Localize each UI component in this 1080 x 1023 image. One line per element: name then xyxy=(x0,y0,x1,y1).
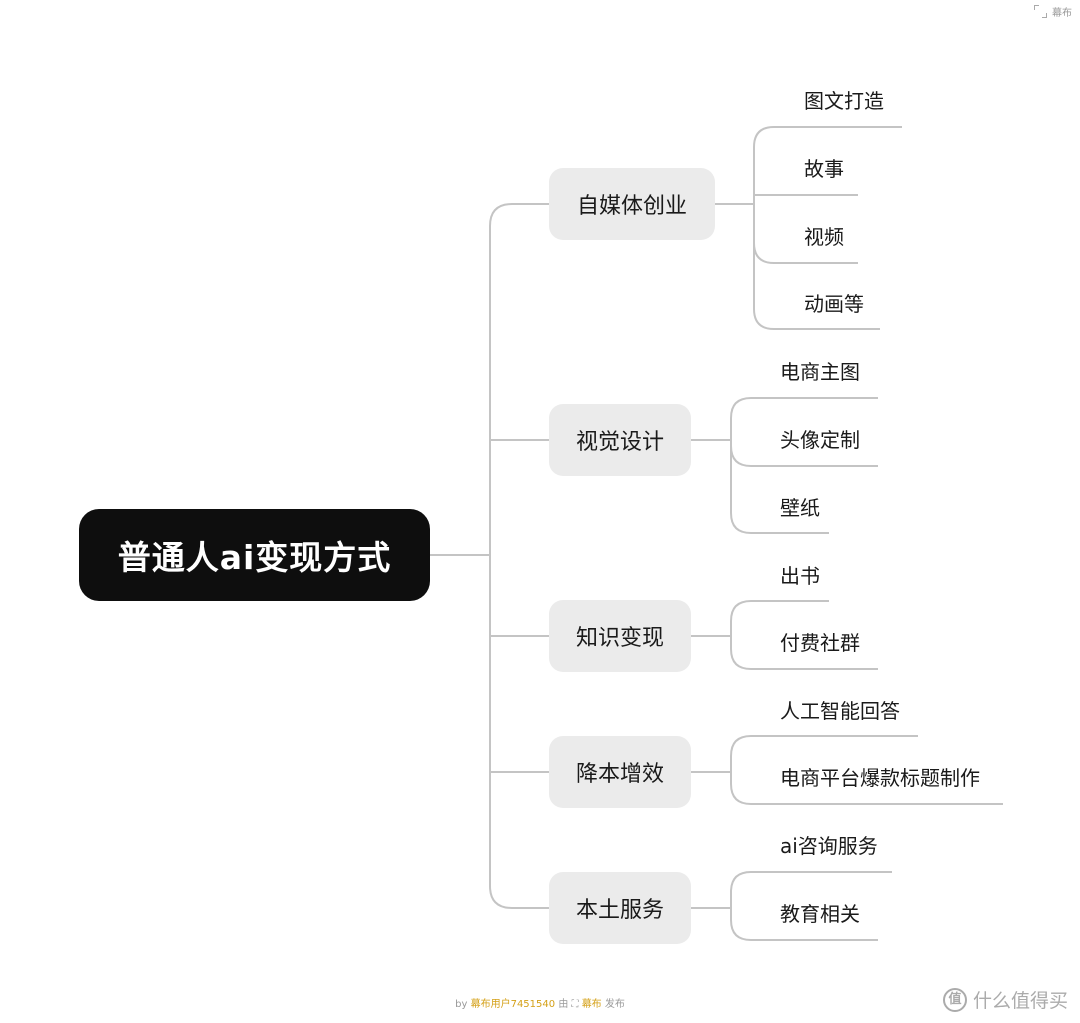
footer-via: 由 xyxy=(558,999,569,1010)
leaf-node[interactable]: 教育相关 xyxy=(780,902,860,926)
footer-app-link[interactable]: 幕布 xyxy=(581,999,602,1010)
top-brand: 幕布 xyxy=(1034,4,1072,19)
watermark: 值 什么值得买 xyxy=(942,986,1068,1013)
leaf-node[interactable]: 故事 xyxy=(804,157,844,181)
leaf-node[interactable]: 动画等 xyxy=(804,292,864,316)
brand-logo-icon xyxy=(1034,5,1047,18)
leaf-node[interactable]: 视频 xyxy=(804,225,844,249)
branch-2-trunk xyxy=(730,397,752,534)
leaf-node[interactable]: 图文打造 xyxy=(804,89,884,113)
footer-credit: by 幕布用户7451540 由 ⛶ 幕布 发布 xyxy=(0,995,1080,1010)
branch-node-visual-design[interactable]: 视觉设计 xyxy=(549,404,691,476)
branch-node-efficiency[interactable]: 降本增效 xyxy=(549,736,691,808)
top-brand-label: 幕布 xyxy=(1052,8,1072,19)
watermark-text: 什么值得买 xyxy=(972,990,1068,1012)
branch-node-knowledge[interactable]: 知识变现 xyxy=(549,600,691,672)
root-node[interactable]: 普通人ai变现方式 xyxy=(79,509,430,601)
main-trunk xyxy=(489,203,513,909)
leaf-node[interactable]: 电商平台爆款标题制作 xyxy=(780,766,980,790)
footer-by: by xyxy=(455,999,468,1010)
leaf-node[interactable]: 电商主图 xyxy=(780,360,860,384)
branch-node-local-service[interactable]: 本土服务 xyxy=(549,872,691,944)
leaf-node[interactable]: ai咨询服务 xyxy=(780,834,878,858)
branch-1-trunk xyxy=(753,126,775,330)
footer-app-icon: ⛶ xyxy=(571,999,579,1010)
watermark-logo-icon: 值 xyxy=(942,987,967,1012)
leaf-node[interactable]: 壁纸 xyxy=(780,496,820,520)
branch-3-trunk xyxy=(730,600,752,670)
branch-5-trunk xyxy=(730,871,752,941)
branch-4-trunk xyxy=(730,735,752,805)
leaf-node[interactable]: 人工智能回答 xyxy=(780,699,900,723)
leaf-node[interactable]: 出书 xyxy=(780,564,820,588)
leaf-node[interactable]: 付费社群 xyxy=(780,631,860,655)
footer-user-link[interactable]: 幕布用户7451540 xyxy=(470,999,556,1010)
footer-publish: 发布 xyxy=(604,999,625,1010)
leaf-node[interactable]: 头像定制 xyxy=(780,428,860,452)
branch-node-self-media[interactable]: 自媒体创业 xyxy=(549,168,715,240)
